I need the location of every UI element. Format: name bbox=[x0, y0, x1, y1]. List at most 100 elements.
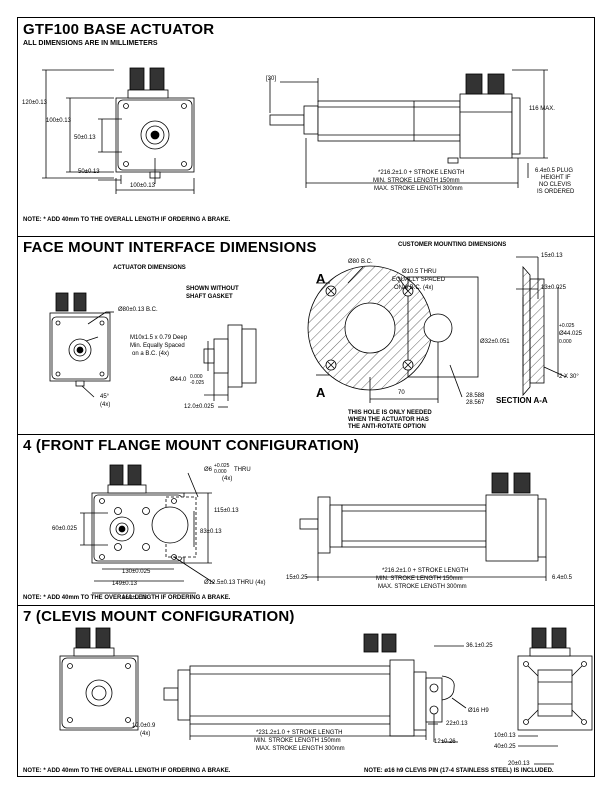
dia-28-lower: 28.567 bbox=[466, 400, 485, 406]
dim-50-horizontal: 50±0.13 bbox=[78, 169, 100, 175]
hole-note-2: WHEN THE ACTUATOR HAS bbox=[348, 417, 429, 423]
section-marker-a-bottom: A bbox=[316, 385, 326, 400]
clevis-end-view bbox=[517, 627, 593, 765]
dia-44: Ø44.0 bbox=[170, 377, 187, 383]
dim-12-clevis: 12.0±0.9 bbox=[132, 723, 156, 729]
stroke-line-2: MIN. STROKE LENGTH 150mm bbox=[373, 178, 460, 184]
hole-note-3: THE ANTI-ROTATE OPTION bbox=[348, 424, 426, 430]
section-base-actuator: GTF100 BASE ACTUATOR ALL DIMENSIONS ARE … bbox=[18, 18, 594, 237]
dim-12-5-thru: Ø12.5±0.13 THRU (4x) bbox=[204, 580, 266, 586]
bc-80-b-label: Ø80 B.C. bbox=[348, 259, 373, 265]
stroke-line-1: *216.2±1.0 + STROKE LENGTH bbox=[378, 170, 465, 176]
dim-100: 100±0.13 bbox=[46, 118, 71, 124]
thru-line-1: Ø10.5 THRU bbox=[402, 269, 437, 275]
section-title: GTF100 BASE ACTUATOR bbox=[23, 21, 215, 38]
thread-line-1: M10x1.5 x 0.79 Deep bbox=[130, 335, 188, 341]
plug-line-1: 6.4±0.5 PLUG bbox=[535, 168, 573, 174]
stroke-line-2: MIN. STROKE LENGTH 150mm bbox=[254, 738, 341, 744]
thru-top-tol-lower: 0.000 bbox=[214, 469, 227, 475]
dim-6-4: 6.4±0.5 bbox=[552, 575, 572, 581]
plug-line-4: IS ORDERED bbox=[537, 189, 575, 195]
dim-116-max: 116 MAX. bbox=[529, 106, 555, 112]
section-subtitle: ALL DIMENSIONS ARE IN MILLIMETERS bbox=[23, 40, 158, 47]
customer-mounting-view bbox=[307, 256, 567, 403]
dia-44-tol-upper: 0.000 bbox=[190, 374, 203, 380]
customer-dims-label: CUSTOMER MOUNTING DIMENSIONS bbox=[398, 242, 507, 248]
thru-top-count: (4x) bbox=[222, 476, 233, 482]
thru-line-3: ON A B.C. (4x) bbox=[394, 285, 434, 291]
stroke-line-3: MAX. STROKE LENGTH 300mm bbox=[378, 584, 467, 590]
dim-36: 36.1±0.25 bbox=[466, 643, 493, 649]
base-front-view bbox=[42, 67, 195, 194]
clevis-front-view bbox=[59, 627, 139, 731]
thru-top-tol-upper: +0.025 bbox=[214, 463, 230, 469]
section-aa-label: SECTION A-A bbox=[496, 396, 548, 405]
dim-149: 149±0.13 bbox=[112, 581, 137, 587]
hole-note-1: THIS HOLE IS ONLY NEEDED bbox=[348, 410, 432, 416]
thru-top-label: THRU bbox=[234, 467, 251, 473]
dim-15-side: 15±0.25 bbox=[286, 575, 308, 581]
dim-ref-30: [30] bbox=[266, 76, 277, 82]
dia-16: Ø16 H9 bbox=[468, 708, 489, 714]
face-actuator-view bbox=[49, 292, 257, 408]
actuator-dims-label: ACTUATOR DIMENSIONS bbox=[113, 265, 186, 271]
dim-115: 115±0.13 bbox=[214, 508, 239, 514]
dim-12-clevis-count: (4x) bbox=[140, 731, 151, 737]
thread-line-3: on a B.C. (4x) bbox=[132, 351, 170, 357]
section-title: 4 (FRONT FLANGE MOUNT CONFIGURATION) bbox=[23, 437, 360, 454]
plug-line-3: NO CLEVIS bbox=[539, 182, 572, 188]
dia-44-tol-lower: -0.025 bbox=[190, 380, 205, 386]
dim-40: 40±0.25 bbox=[494, 744, 516, 750]
dia-44b: Ø44.025 bbox=[559, 331, 583, 337]
section-marker-a-top: A bbox=[316, 271, 326, 286]
clevis-side-view bbox=[163, 633, 467, 743]
dim-20: 20±0.13 bbox=[508, 761, 530, 767]
dim-50-vertical: 50±0.13 bbox=[74, 135, 96, 141]
clevis-note: NOTE: * ADD 40mm TO THE OVERALL LENGTH I… bbox=[23, 768, 231, 774]
flange-front-view bbox=[80, 464, 215, 594]
section-front-flange: 4 (FRONT FLANGE MOUNT CONFIGURATION) bbox=[18, 435, 594, 606]
dim-100-horizontal: 100±0.13 bbox=[130, 183, 155, 189]
section-title: FACE MOUNT INTERFACE DIMENSIONS bbox=[23, 239, 317, 256]
flange-side-view bbox=[299, 472, 547, 581]
dia-44b-tol-upper: +0.025 bbox=[559, 323, 575, 329]
dim-13: 13±0.025 bbox=[541, 285, 566, 291]
base-note: NOTE: * ADD 40mm TO THE OVERALL LENGTH I… bbox=[23, 217, 231, 223]
flange-note: NOTE: * ADD 40mm TO THE OVERALL LENGTH I… bbox=[23, 595, 231, 601]
angle-45-count: (4x) bbox=[100, 402, 111, 408]
stroke-line-3: MAX. STROKE LENGTH 300mm bbox=[256, 746, 345, 752]
stroke-line-2: MIN. STROKE LENGTH 150mm bbox=[376, 576, 463, 582]
dim-120: 120±0.13 bbox=[22, 100, 47, 106]
stroke-line-1: *231.2±1.0 + STROKE LENGTH bbox=[256, 730, 343, 736]
section-clevis: 7 (CLEVIS MOUNT CONFIGURATION) bbox=[18, 606, 594, 778]
dia-28-upper: 28.588 bbox=[466, 393, 485, 399]
base-side-view bbox=[269, 69, 548, 188]
clevis-pin-note: NOTE: ø16 h9 CLEVIS PIN (17-4 STAINLESS … bbox=[364, 768, 554, 774]
plug-line-2: HEIGHT IF bbox=[541, 175, 571, 181]
dim-83: 83±0.13 bbox=[200, 529, 222, 535]
dim-12: 12.0±0.025 bbox=[184, 404, 214, 410]
section-title: 7 (CLEVIS MOUNT CONFIGURATION) bbox=[23, 608, 295, 625]
shown-without-2: SHAFT GASKET bbox=[186, 294, 233, 300]
dim-15: 15±0.13 bbox=[541, 253, 563, 259]
shown-without-1: SHOWN WITHOUT bbox=[186, 286, 239, 292]
stroke-line-3: MAX. STROKE LENGTH 300mm bbox=[374, 186, 463, 192]
dim-12-26: 12±0.26 bbox=[434, 739, 456, 745]
dim-130: 130±0.025 bbox=[122, 569, 151, 575]
dia-32: Ø32±0.051 bbox=[480, 339, 510, 345]
dim-60: 60±0.025 bbox=[52, 526, 77, 532]
dim-22: 22±0.13 bbox=[446, 721, 468, 727]
dim-70: 70 bbox=[398, 390, 405, 396]
chamfer-label: 2 X 30° bbox=[559, 374, 579, 380]
stroke-line-1: *216.2±1.0 + STROKE LENGTH bbox=[382, 568, 469, 574]
drawing-sheet: GTF100 BASE ACTUATOR ALL DIMENSIONS ARE … bbox=[17, 17, 595, 777]
section-face-mount: FACE MOUNT INTERFACE DIMENSIONS ACTUATOR… bbox=[18, 237, 594, 435]
bc-80-label: Ø80±0.13 B.C. bbox=[118, 307, 158, 313]
angle-45: 45° bbox=[100, 394, 110, 400]
thread-line-2: Min. Equally Spaced bbox=[130, 343, 185, 349]
thru-top-dia: Ø6 bbox=[204, 467, 213, 473]
dia-44b-tol-lower: 0.000 bbox=[559, 339, 572, 345]
dim-160: 160±0.13 bbox=[122, 595, 147, 601]
thru-line-2: EQUALLY SPACED bbox=[392, 277, 446, 283]
dim-10: 10±0.13 bbox=[494, 733, 516, 739]
